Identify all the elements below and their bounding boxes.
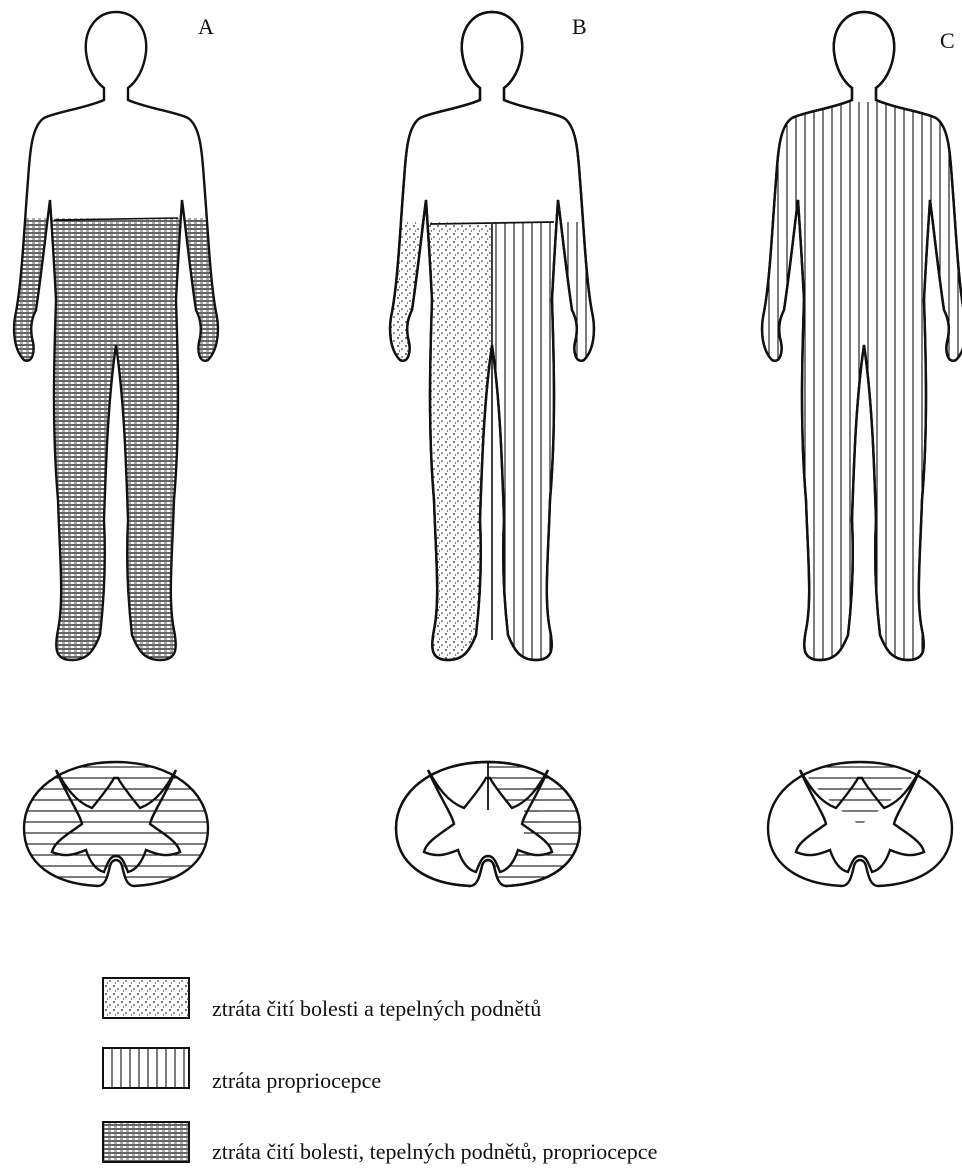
legend-label-vertical: ztráta propriocepce [212, 1068, 381, 1094]
legend-label-horizontal: ztráta čití bolesti, tepelných podnětů, … [212, 1139, 657, 1165]
legend-swatch-vertical [103, 1048, 189, 1088]
legend-swatch-horizontal [103, 1122, 189, 1162]
cord-section-a [24, 762, 208, 886]
panel-label-c: C [940, 28, 955, 54]
legend-swatch-dots [103, 978, 189, 1018]
cord-section-c [768, 758, 952, 886]
panel-label-a: A [198, 14, 214, 40]
panel-a [14, 12, 218, 660]
cord-section-b [396, 758, 588, 898]
panel-b [390, 12, 594, 660]
legend-label-dots: ztráta čití bolesti a tepelných podnětů [212, 996, 541, 1022]
panel-label-b: B [572, 14, 587, 40]
panel-c [762, 12, 962, 660]
